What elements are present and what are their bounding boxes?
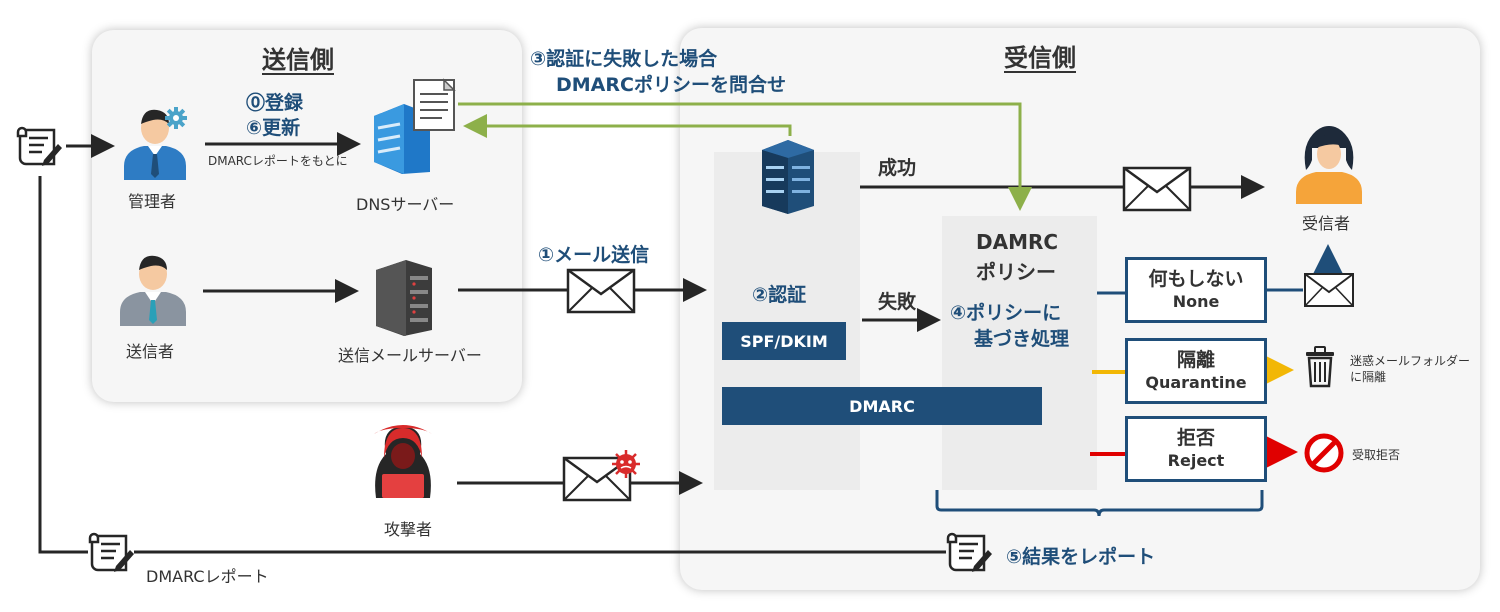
- attacker-icon: [374, 425, 432, 498]
- none-envelope-icon: [1304, 273, 1354, 307]
- sender-person-icon: [120, 255, 186, 326]
- dns-label: DNSサーバー: [356, 195, 455, 214]
- dmarc-box: DMARC: [722, 387, 1042, 425]
- virus-icon: [612, 450, 640, 478]
- policy-reject-name: 拒否: [1176, 427, 1215, 449]
- policy-quarantine-box: 隔離 Quarantine: [1125, 338, 1267, 404]
- policy-none-en: None: [1172, 292, 1220, 311]
- trash-icon: [1306, 346, 1334, 388]
- quarantine-result-line2: に隔離: [1350, 370, 1387, 384]
- policy-process-line2: 基づき処理: [974, 328, 1070, 350]
- auth-step-label: ②認証: [752, 284, 807, 306]
- query-step-line2: DMARCポリシーを問合せ: [556, 74, 786, 96]
- report-document-icon: [16, 126, 62, 166]
- sender-title: 送信側: [262, 46, 334, 74]
- admin-label: 管理者: [128, 192, 177, 211]
- policy-process-line1: ④ポリシーに: [950, 302, 1062, 324]
- policy-none-box: 何もしない None: [1125, 257, 1267, 323]
- report-bracket: [935, 490, 1264, 517]
- policy-reject-box: 拒否 Reject: [1125, 416, 1267, 482]
- send-step-label: ①メール送信: [538, 244, 650, 266]
- reject-result-label: 受取拒否: [1352, 448, 1401, 462]
- dns-response-arrow: [463, 114, 792, 138]
- receiver-title: 受信側: [1004, 44, 1076, 72]
- report-step-label: ⑤結果をレポート: [1006, 546, 1156, 568]
- policy-column: [942, 216, 1097, 490]
- admin-person-icon: [124, 107, 187, 180]
- success-envelope-icon: [1122, 166, 1192, 212]
- policy-quarantine-en: Quarantine: [1145, 373, 1247, 392]
- prohibited-icon: [1304, 433, 1344, 473]
- policy-none-name: 何もしない: [1148, 268, 1244, 290]
- attacker-label: 攻撃者: [384, 520, 433, 539]
- recipient-label: 受信者: [1302, 214, 1351, 233]
- success-label: 成功: [878, 157, 917, 179]
- register-label: ⓪登録: [246, 92, 304, 114]
- policy-quarantine-name: 隔離: [1176, 349, 1215, 371]
- report-document-icon-bottom: [88, 532, 134, 572]
- update-label: ⑥更新: [246, 117, 301, 139]
- policy-reject-en: Reject: [1167, 451, 1225, 470]
- recipient-person-icon: [1296, 126, 1362, 204]
- policy-title-line2: ポリシー: [976, 260, 1056, 284]
- mail-server-icon: [376, 260, 432, 336]
- send-envelope-icon: [566, 268, 636, 314]
- dns-server-icon: [374, 78, 456, 174]
- attacker-envelope-icon: [562, 450, 640, 502]
- sender-label: 送信者: [126, 342, 175, 361]
- receiving-server-icon: [762, 140, 814, 214]
- fail-label: 失敗: [878, 291, 917, 313]
- quarantine-result-line1: 迷惑メールフォルダー: [1350, 354, 1471, 368]
- spf-dkim-box: SPF/DKIM: [722, 322, 846, 360]
- report-document-icon-receiver: [946, 532, 992, 572]
- report-based-label: DMARCレポートをもとに: [208, 154, 348, 168]
- mail-server-label: 送信メールサーバー: [338, 346, 482, 365]
- dns-query-arrow: [458, 102, 1032, 211]
- report-loop-left: [38, 176, 88, 554]
- query-step-line1: ③認証に失敗した場合: [530, 48, 718, 70]
- dmarc-report-label: DMARCレポート: [146, 567, 269, 586]
- policy-title-line1: DAMRC: [976, 230, 1059, 254]
